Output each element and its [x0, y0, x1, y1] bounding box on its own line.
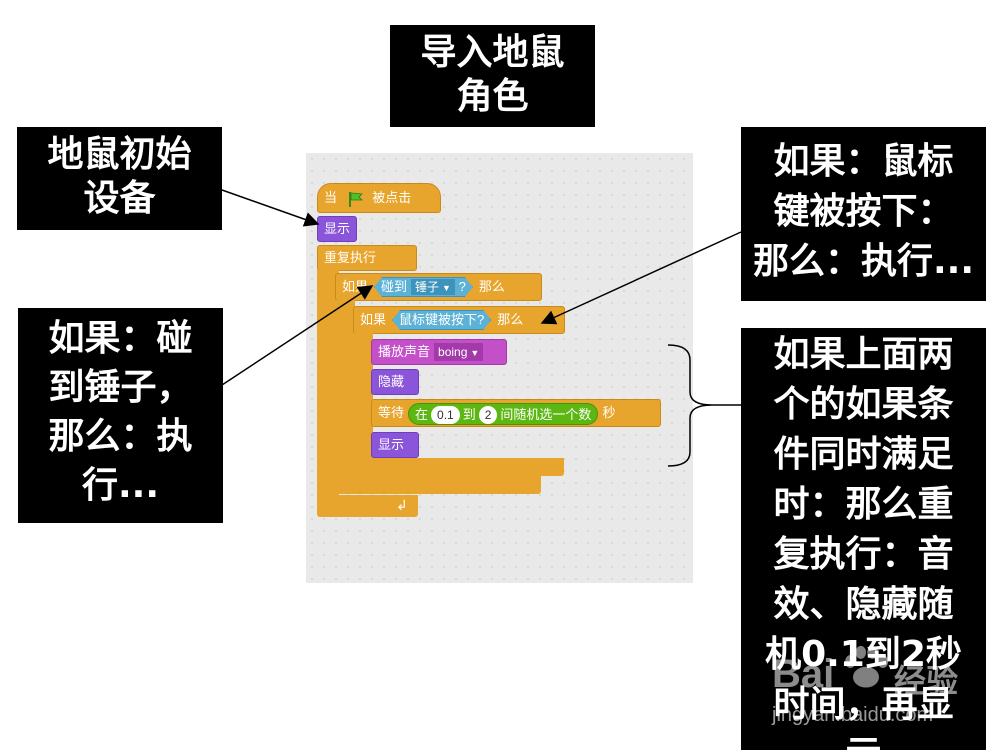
callout-line: 行...: [81, 465, 160, 506]
forever-label: 重复执行: [324, 250, 377, 265]
show-block[interactable]: 显示: [371, 432, 419, 458]
loop-arrow-icon: ↲: [396, 497, 408, 513]
callout-line: 地鼠初始: [47, 134, 192, 175]
watermark: Bai 经验 jingyan.baidu.com: [770, 640, 990, 740]
if2-label: 如果: [360, 312, 387, 327]
touching-sensor[interactable]: 碰到锤子▼ ?: [374, 277, 473, 297]
callout-line: 效、隐藏随: [773, 584, 954, 625]
touching-label: 碰到: [381, 279, 408, 294]
random-from-input[interactable]: 0.1: [431, 405, 460, 424]
if1-label: 如果: [342, 279, 369, 294]
if2-foot: [353, 458, 564, 476]
if2-arm: [353, 333, 373, 478]
hat-prefix: 当: [324, 190, 338, 205]
script-canvas[interactable]: 当 被点击 显示 重复执行 ↲ 如果碰到锤子▼ ?那么 如果鼠标键被按下?那么 …: [306, 153, 693, 583]
callout-line: 如果：鼠标: [773, 141, 954, 182]
chevron-down-icon: ▼: [470, 348, 480, 358]
play-sound-label: 播放声音: [378, 344, 431, 359]
init-arrow: [221, 189, 320, 227]
callout-line: 导入地鼠: [420, 32, 565, 73]
if-touching-block[interactable]: 如果碰到锤子▼ ? 那么: [335, 273, 542, 301]
random-to-input[interactable]: 2: [478, 405, 498, 424]
hide-label: 隐藏: [378, 374, 405, 389]
callout-line: 角色: [456, 76, 529, 117]
hat-suffix: 被点击: [372, 190, 412, 205]
callout-line: 设备: [83, 178, 156, 219]
when-flag-clicked-block[interactable]: 当 被点击: [317, 183, 441, 213]
if1-arm: [335, 300, 355, 490]
mouse-down-label: 鼠标键被按下?: [399, 312, 485, 327]
callout-line: 示: [741, 730, 986, 750]
callout-line: 件同时满足: [773, 434, 954, 475]
if2-then: 那么: [497, 312, 524, 327]
touch-callout: 如果：碰 到锤子， 那么：执 行...: [18, 308, 223, 523]
wait-unit: 秒: [602, 405, 616, 420]
callout-line: 如果：碰: [48, 318, 193, 359]
sprite-value: 锤子: [415, 280, 440, 294]
hide-block[interactable]: 隐藏: [371, 369, 419, 395]
chevron-down-icon: ▼: [442, 283, 451, 293]
title-callout: 导入地鼠 角色: [390, 25, 595, 127]
sound-dropdown[interactable]: boing▼: [434, 343, 484, 361]
random-to-word: 到: [462, 406, 476, 422]
watermark-url: jingyan.baidu.com: [772, 704, 934, 726]
if1-foot: [335, 476, 541, 494]
sound-value: boing: [438, 345, 468, 359]
if-mouse-down-block[interactable]: 如果鼠标键被按下? 那么: [353, 306, 565, 334]
show-label: 显示: [324, 221, 351, 236]
forever-block[interactable]: 重复执行: [317, 245, 417, 271]
wait-label: 等待: [378, 405, 405, 420]
callout-line: 如果上面两: [773, 334, 954, 375]
mouse-down-sensor[interactable]: 鼠标键被按下?: [392, 310, 491, 330]
touching-q: ?: [458, 279, 466, 294]
mouse-callout: 如果：鼠标 键被按下： 那么：执行...: [741, 127, 986, 301]
callout-line: 时：那么重: [773, 484, 954, 525]
sprite-dropdown[interactable]: 锤子▼: [411, 279, 455, 295]
callout-line: 那么：执行...: [752, 241, 975, 282]
paw-icon: [845, 645, 889, 688]
callout-line: 个的如果条: [773, 384, 954, 425]
show-label: 显示: [378, 437, 405, 452]
show-block[interactable]: 显示: [317, 216, 357, 242]
callout-line: 复执行：音: [773, 534, 954, 575]
green-flag-icon: [348, 191, 363, 207]
watermark-brand: Bai: [772, 652, 835, 696]
random-prefix: 在: [415, 406, 429, 422]
callout-line: 键被按下：: [773, 191, 954, 232]
callout-line: 那么：执: [48, 416, 193, 457]
callout-line: 时间，再显: [773, 684, 954, 725]
if1-then: 那么: [478, 279, 505, 294]
init-callout: 地鼠初始 设备: [17, 127, 222, 230]
callout-line: 到锤子，: [48, 367, 193, 408]
forever-foot: [317, 495, 418, 517]
watermark-brand2: 经验: [894, 662, 959, 700]
random-suffix: 间随机选一个数: [500, 406, 592, 422]
